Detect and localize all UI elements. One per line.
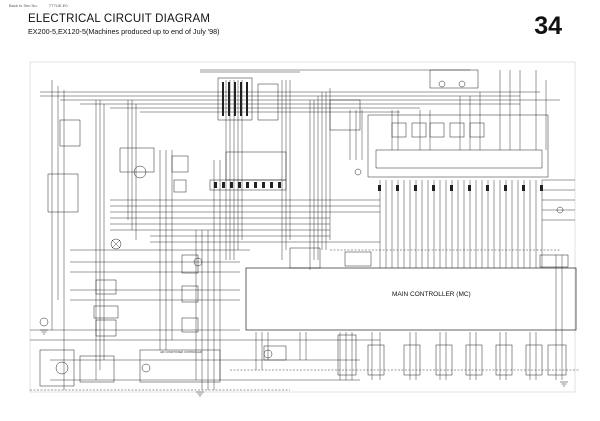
air-conditioner-controller-label: AIR CONDITIONER CONTROLLER [160,351,202,354]
document-code: TT7UE-E0 [48,3,68,8]
main-controller-label: MAIN CONTROLLER (MC) [392,291,471,298]
page-subtitle: EX200-5,EX120-5(Machines produced up to … [28,27,220,36]
page-number: 34 [534,12,562,40]
back-to-section-link[interactable]: Back to Sec No. [9,3,38,8]
page-title: ELECTRICAL CIRCUIT DIAGRAM [28,13,211,25]
header-refs: Back to Sec No. TT7UE-E0 [9,3,78,8]
